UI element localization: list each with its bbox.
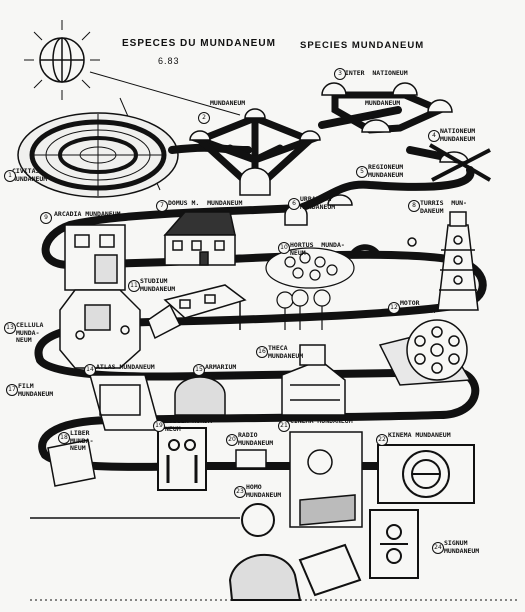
studium-drawing — [147, 284, 247, 340]
label-kinema: KINEMA MUNDANEUM — [388, 431, 451, 439]
domus-house-drawing — [163, 211, 236, 266]
label-cinema: CINEMA MUNDANEUM — [290, 417, 353, 425]
label-theca: THECA MUNDANEUM — [268, 344, 304, 360]
label-signum: SIGNUM MUNDANEUM — [444, 539, 480, 555]
label-urbaneum: URBANEUM MUNDANEUM — [300, 195, 336, 211]
regioneum-drawing — [284, 194, 353, 226]
label-civitas: CIVITAS MUNDANEUM — [12, 167, 48, 183]
label-mundaneum: MUNDANEUM — [210, 99, 246, 107]
homo-figure-drawing — [228, 503, 362, 601]
arcadia-drawing — [64, 224, 126, 291]
document-code: 6.83 — [158, 56, 180, 66]
station-number: 21 — [278, 420, 290, 432]
station-number: 3 — [334, 68, 346, 80]
cellula-room-drawing — [59, 289, 141, 369]
station-number: 24 — [432, 542, 444, 554]
armarium-drawing — [174, 376, 226, 416]
station-number: 20 — [226, 434, 238, 446]
label-mundaneum-3: MUNDANEUM — [365, 99, 401, 107]
station-number: 13 — [4, 322, 16, 334]
label-hortus: HORTUS MUNDA- NEUM — [290, 241, 345, 257]
station-number: 17 — [6, 384, 18, 396]
label-regioneum: REGIONEUM MUNDANEUM — [368, 163, 404, 179]
station-number: 6 — [288, 198, 300, 210]
radio-drawing — [235, 449, 267, 469]
kinema-seal-drawing — [377, 444, 475, 504]
label-radio: RADIO MUNDANEUM — [238, 431, 274, 447]
station-number: 11 — [128, 280, 140, 292]
theca-drawing — [281, 344, 346, 416]
cinema-film-drawing — [289, 431, 363, 528]
station-number: 9 — [40, 212, 52, 224]
nationeum-drawing — [428, 143, 492, 182]
label-internationeum: INTER NATIONEUM — [345, 69, 408, 77]
label-domus: DOMUS M. MUNDANEUM — [168, 199, 243, 207]
signum-emblem-drawing — [369, 509, 419, 579]
hortus-arch-icon — [349, 244, 380, 257]
title-right: SPECIES MUNDANEUM — [300, 40, 425, 51]
internationeum-drawing — [321, 82, 453, 134]
station-number: 5 — [356, 166, 368, 178]
hortus-garden-drawing — [265, 247, 355, 330]
label-liber: LIBER MUNDA- NEUM — [70, 429, 94, 452]
label-arcadia: ARCADIA MUNDANEUM — [54, 210, 121, 218]
station-number: 4 — [428, 130, 440, 142]
station-number: 22 — [376, 434, 388, 446]
title-left: ESPECES DU MUNDANEUM — [122, 38, 276, 49]
station-number: 23 — [234, 486, 246, 498]
turris-tower-drawing — [407, 211, 479, 311]
label-motor: MOTOR MUNDANEUM — [400, 299, 436, 315]
label-studium: STUDIUM MUNDANEUM — [140, 277, 176, 293]
stella-panel-drawing — [157, 427, 207, 491]
globe-icon — [24, 20, 100, 100]
label-atlas: ATLAS MUNDANEUM — [96, 363, 155, 371]
label-film: FILM MUNDANEUM — [18, 382, 54, 398]
station-number: 7 — [156, 200, 168, 212]
civitas-city-drawing — [17, 112, 179, 198]
liber-book-drawing — [47, 439, 96, 487]
label-cellula: CELLULA MUNDA- NEUM — [16, 321, 44, 344]
station-number: 19 — [153, 420, 165, 432]
station-number: 15 — [193, 364, 205, 376]
station-number: 12 — [388, 302, 400, 314]
label-turris: TURRIS MUN- DANEUM — [420, 199, 467, 215]
label-homo: HOMO MUNDANEUM — [246, 483, 282, 499]
station-number: 14 — [84, 364, 96, 376]
label-stella: STELLA MUNDA- NEUM — [165, 417, 216, 433]
station-number: 2 — [198, 112, 210, 124]
label-armarium: ARMARIUM MUNDANEUM — [205, 363, 241, 379]
station-number: 10 — [278, 242, 290, 254]
station-number: 1 — [4, 170, 16, 182]
motor-wheel-drawing — [378, 319, 472, 386]
station-number: 18 — [58, 432, 70, 444]
station-number: 8 — [408, 200, 420, 212]
station-number: 16 — [256, 346, 268, 358]
atlas-book-drawing — [89, 374, 161, 431]
label-nationeum: NATIONEUM MUNDANEUM — [440, 127, 476, 143]
